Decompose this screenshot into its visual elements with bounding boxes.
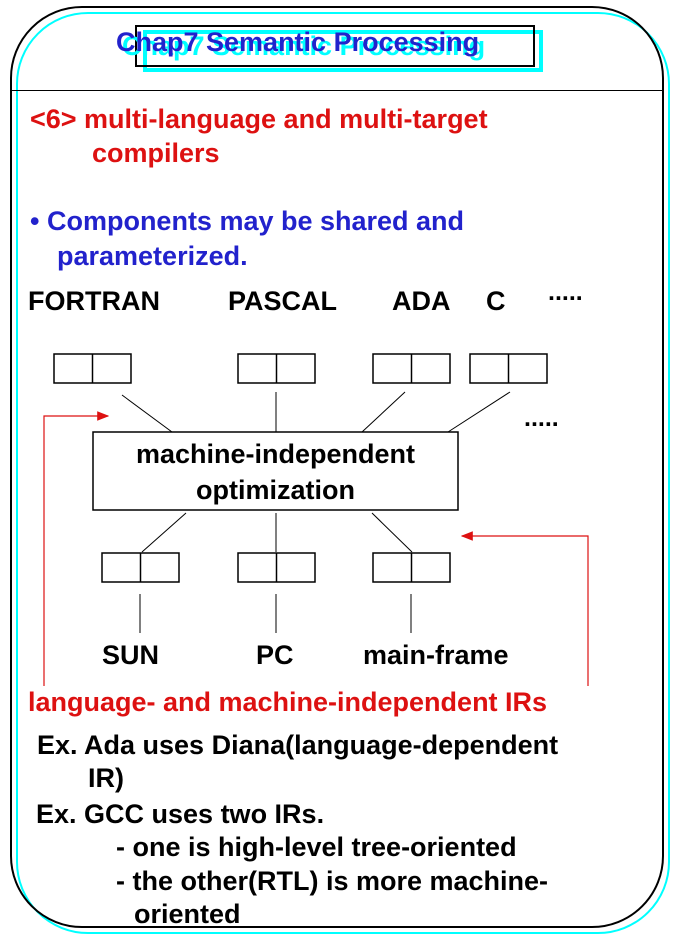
example-ada-line-2: IR) — [88, 763, 124, 793]
lang-c: C — [486, 286, 506, 316]
heading-line-2: compilers — [92, 138, 220, 168]
backend-box-mainframe — [372, 552, 451, 583]
optimizer-label-1: machine-independent — [135, 439, 416, 469]
example-ada-line-1: Ex. Ada uses Diana(language-dependent — [37, 730, 559, 760]
title-divider — [12, 90, 664, 91]
frontend-box-fortran — [53, 353, 132, 384]
frontend-ellipsis: ..... — [524, 404, 559, 432]
example-gcc-line: Ex. GCC uses two IRs. — [36, 799, 325, 829]
optimizer-box — [92, 431, 459, 511]
ir-arrows — [43, 411, 589, 686]
target-pc: PC — [256, 640, 294, 670]
slide-frame-shadow — [16, 12, 670, 934]
ir-caption: language- and machine-independent IRs — [28, 687, 548, 717]
optimizer-label-2: optimization — [196, 475, 355, 505]
example-gcc-sub-1: - one is high-level tree-oriented — [116, 832, 517, 862]
slide-frame — [10, 6, 664, 928]
backend-box-pc — [237, 552, 316, 583]
title-text-shadow: Chap7 Semantic Processing — [122, 31, 486, 61]
target-sun: SUN — [102, 640, 160, 670]
target-connectors — [139, 594, 412, 633]
lang-fortran: FORTRAN — [28, 286, 160, 316]
frontend-connectors — [121, 391, 511, 433]
title-box-shadow — [143, 30, 543, 72]
backend-box-sun — [101, 552, 180, 583]
target-mainframe: main-frame — [363, 640, 509, 670]
backend-connectors — [141, 512, 413, 553]
frontend-box-pascal — [237, 353, 316, 384]
bullet-line-2: parameterized. — [57, 241, 248, 271]
bullet-line-1: • Components may be shared and — [30, 206, 465, 236]
slide-title: Chap7 Semantic Processing — [116, 27, 480, 57]
lang-ada: ADA — [392, 286, 451, 316]
frontend-box-ada — [372, 353, 451, 384]
lang-ellipsis: ..... — [548, 278, 583, 306]
example-gcc-sub-2-line-1: - the other(RTL) is more machine- — [116, 866, 549, 896]
example-gcc-sub-2-line-2: oriented — [134, 899, 241, 929]
frontend-box-c — [469, 353, 548, 384]
heading-line-1: <6> multi-language and multi-target — [30, 104, 488, 134]
lang-pascal: PASCAL — [228, 286, 338, 316]
title-box — [135, 25, 535, 67]
